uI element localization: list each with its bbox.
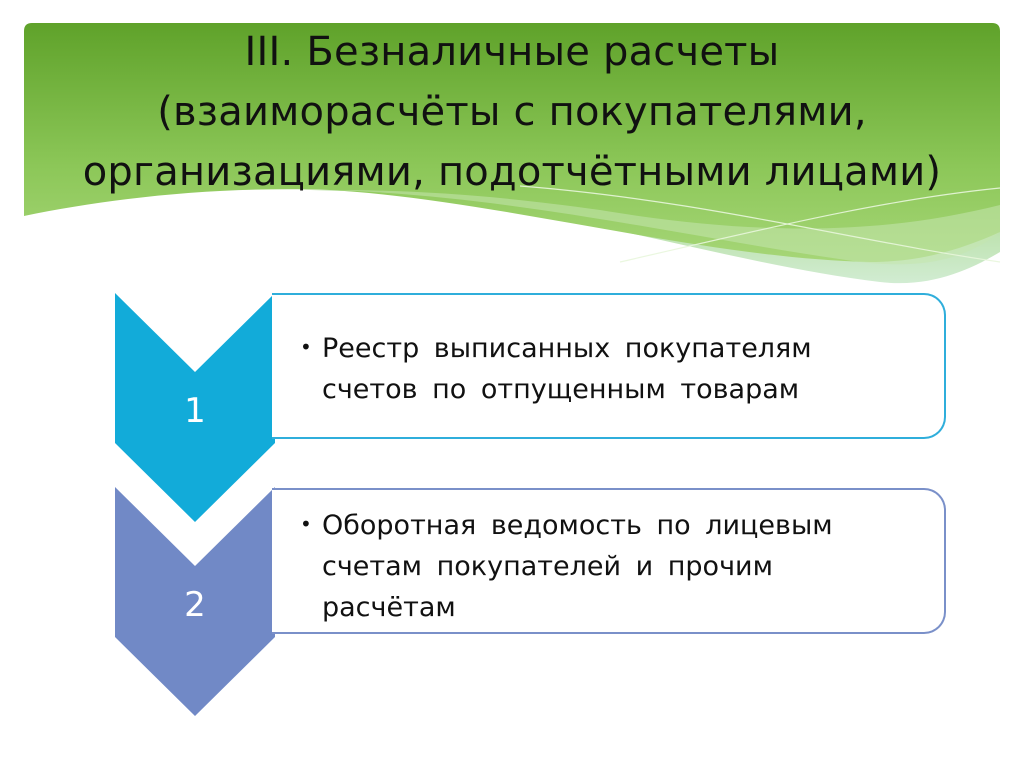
step-1-number: 1 (184, 391, 206, 431)
step-1-line-2: счетов по отпущенным товарам (322, 374, 800, 405)
title-line-1: III. Безналичные расчеты (244, 29, 780, 75)
bullet-icon: • (300, 512, 312, 536)
step-1-card: • Реестр выписанных покупателям счетов по… (272, 293, 946, 439)
slide-title: III. Безналичные расчеты (взаиморасчёты … (40, 22, 984, 202)
step-1-line-1: Реестр выписанных покупателям (322, 333, 812, 364)
step-2-card: • Оборотная ведомость по лицевым счетам п… (272, 488, 946, 634)
step-2-chevron-shape (115, 487, 275, 716)
step-1-text: • Реестр выписанных покупателям счетов по… (300, 327, 920, 410)
bullet-icon: • (300, 335, 312, 359)
title-line-3: организациями, подотчётными лицами) (82, 149, 942, 195)
step-2-text: • Оборотная ведомость по лицевым счетам п… (300, 504, 920, 628)
title-banner: III. Безналичные расчеты (взаиморасчёты … (0, 0, 1024, 300)
step-2-line-2: счетам покупателей и прочим (322, 551, 773, 582)
title-line-2: (взаиморасчёты с покупателями, (157, 89, 867, 135)
step-1-chevron-shape (115, 293, 275, 522)
step-2-line-1: Оборотная ведомость по лицевым (322, 510, 833, 541)
step-2-line-3: расчётам (322, 592, 456, 623)
step-2-number: 2 (184, 585, 206, 625)
banner-background (24, 23, 1001, 284)
